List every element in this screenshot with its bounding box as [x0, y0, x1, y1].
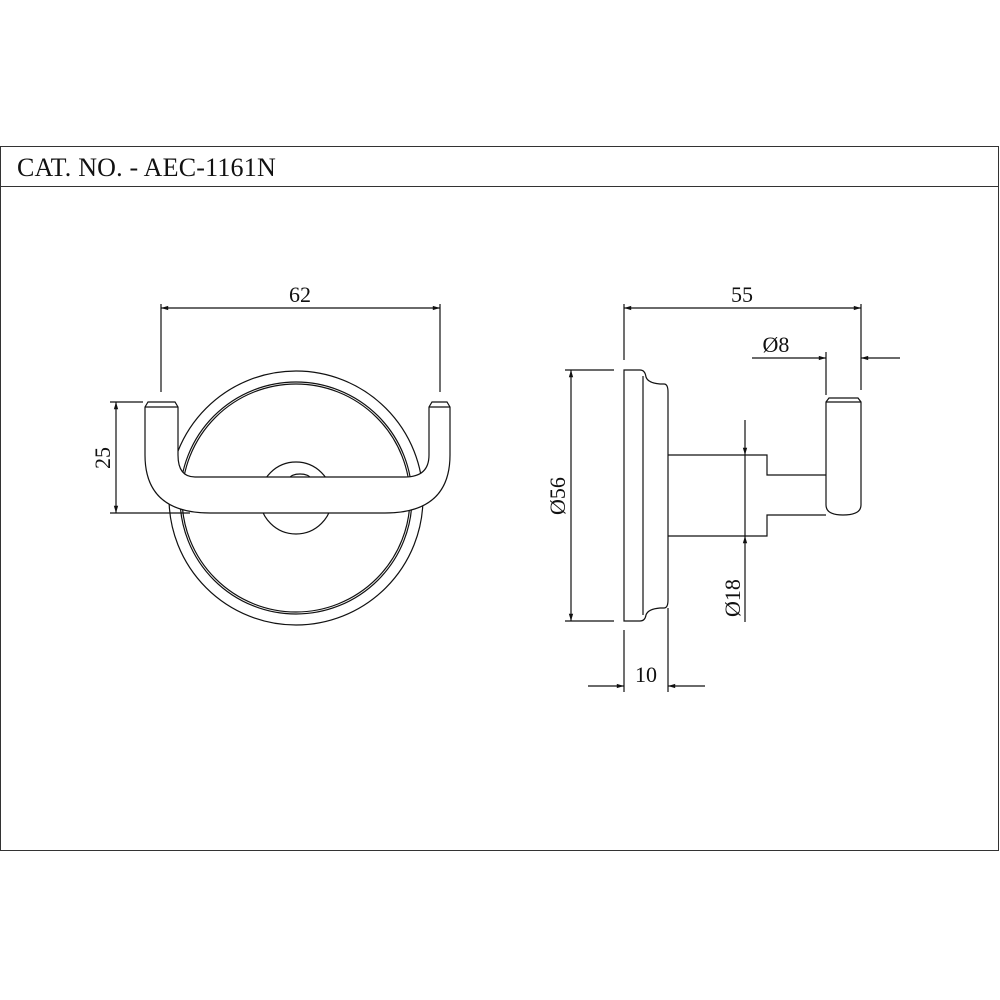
dim-hook-dia-8: Ø8	[763, 332, 790, 357]
side-view	[565, 304, 900, 692]
dim-depth-55: 55	[731, 282, 753, 307]
dim-stem-dia-18: Ø18	[720, 579, 745, 617]
dim-base-thickness-10: 10	[635, 662, 657, 687]
drawing-frame: CAT. NO. - AEC-1161N	[0, 146, 999, 851]
dim-width-62: 62	[289, 282, 311, 307]
front-view	[110, 304, 451, 626]
title-bar: CAT. NO. - AEC-1161N	[1, 147, 998, 187]
catalog-number: CAT. NO. - AEC-1161N	[17, 153, 276, 182]
dim-base-dia-56: Ø56	[545, 477, 570, 515]
dim-height-25: 25	[90, 447, 115, 469]
